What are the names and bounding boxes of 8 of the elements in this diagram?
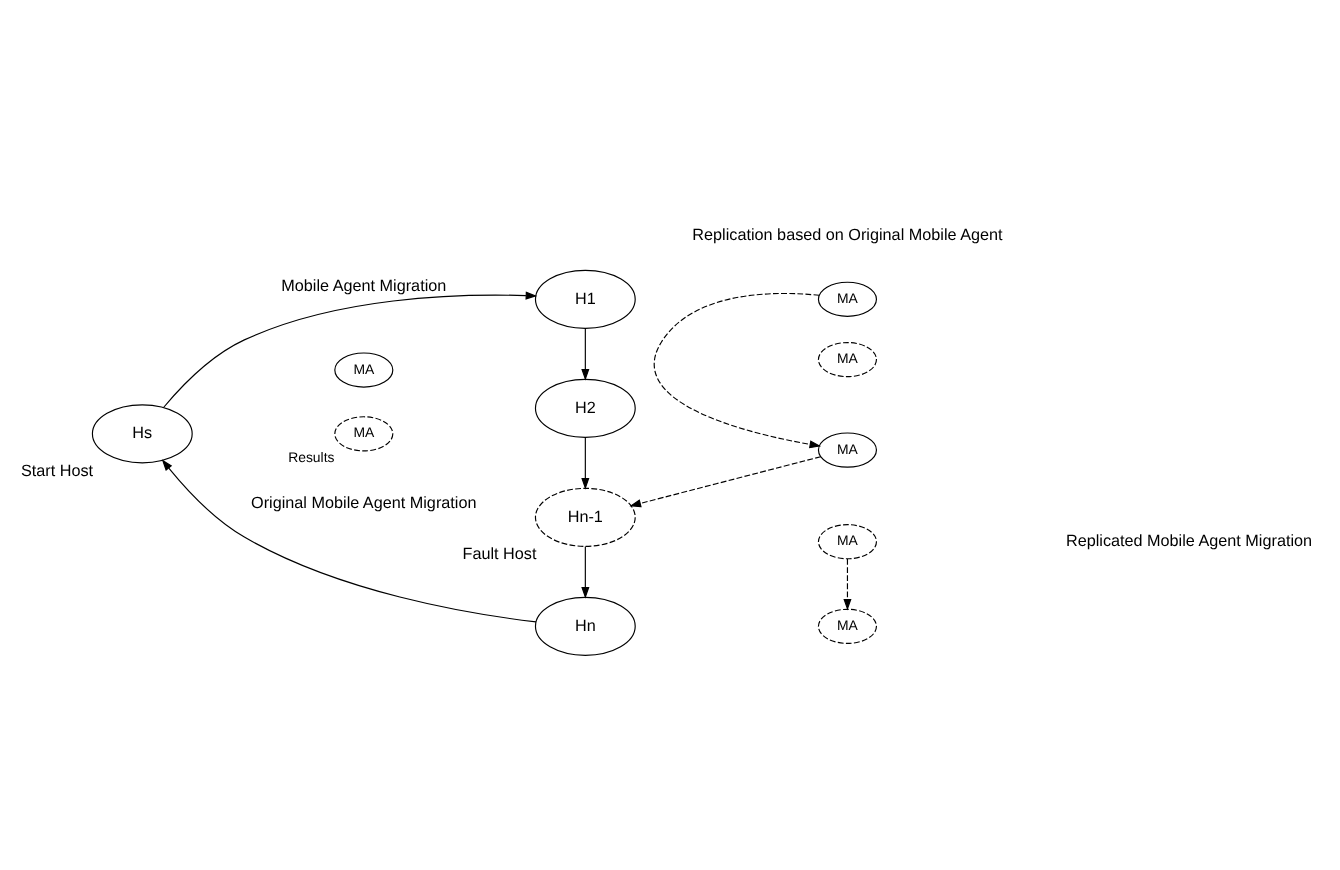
arrow [162,291,538,409]
arrow [581,327,590,381]
arrow [629,456,822,508]
arrow [581,546,590,599]
arrow [161,459,537,623]
arrow [843,558,852,611]
arrow [581,437,590,490]
arrow [654,292,822,449]
